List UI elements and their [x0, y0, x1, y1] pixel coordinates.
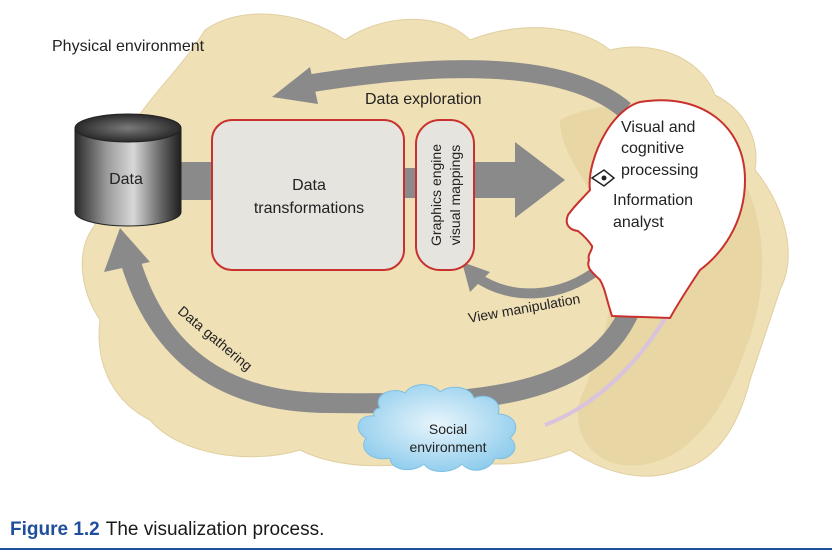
- visual-cognitive-label-line3: processing: [621, 162, 698, 179]
- physical-environment-label: Physical environment: [52, 38, 205, 55]
- analyst-head-icon: [565, 99, 747, 320]
- social-environment-label-line2: environment: [409, 439, 486, 455]
- data-transformations-label-line1: Data: [292, 177, 326, 194]
- data-label: Data: [109, 171, 143, 188]
- view-manipulation-arrowhead: [462, 262, 490, 292]
- social-environment-label-line1: Social: [429, 421, 467, 437]
- figure-caption-text: The visualization process.: [105, 519, 325, 540]
- information-analyst-label-line1: Information: [613, 192, 693, 209]
- visual-cognitive-label-line1: Visual and: [621, 119, 695, 136]
- data-exploration-label: Data exploration: [365, 91, 482, 108]
- figure-label: Figure 1.2: [10, 519, 100, 540]
- information-analyst-label-line2: analyst: [613, 214, 664, 231]
- data-gathering-arrow: [120, 257, 650, 414]
- graphics-engine-box: [415, 119, 475, 271]
- engine-to-analyst-arrow: [475, 142, 565, 218]
- data-cylinder-icon: [74, 113, 182, 227]
- visual-cognitive-label-line2: cognitive: [621, 140, 684, 157]
- visual-mappings-label: visual mappings: [447, 145, 463, 245]
- data-exploration-arrow: [298, 60, 631, 118]
- view-manipulation-arrow: [475, 264, 604, 299]
- eye-icon: [590, 169, 616, 187]
- data-transformations-label-line2: transformations: [254, 200, 364, 217]
- data-gathering-arrowhead: [104, 228, 150, 272]
- data-transformations-box: [211, 119, 405, 271]
- caption-rule: [0, 548, 832, 550]
- graphics-engine-label: Graphics engine: [428, 144, 444, 246]
- social-environment-cloud: [357, 384, 517, 472]
- data-exploration-arrowhead: [272, 67, 318, 104]
